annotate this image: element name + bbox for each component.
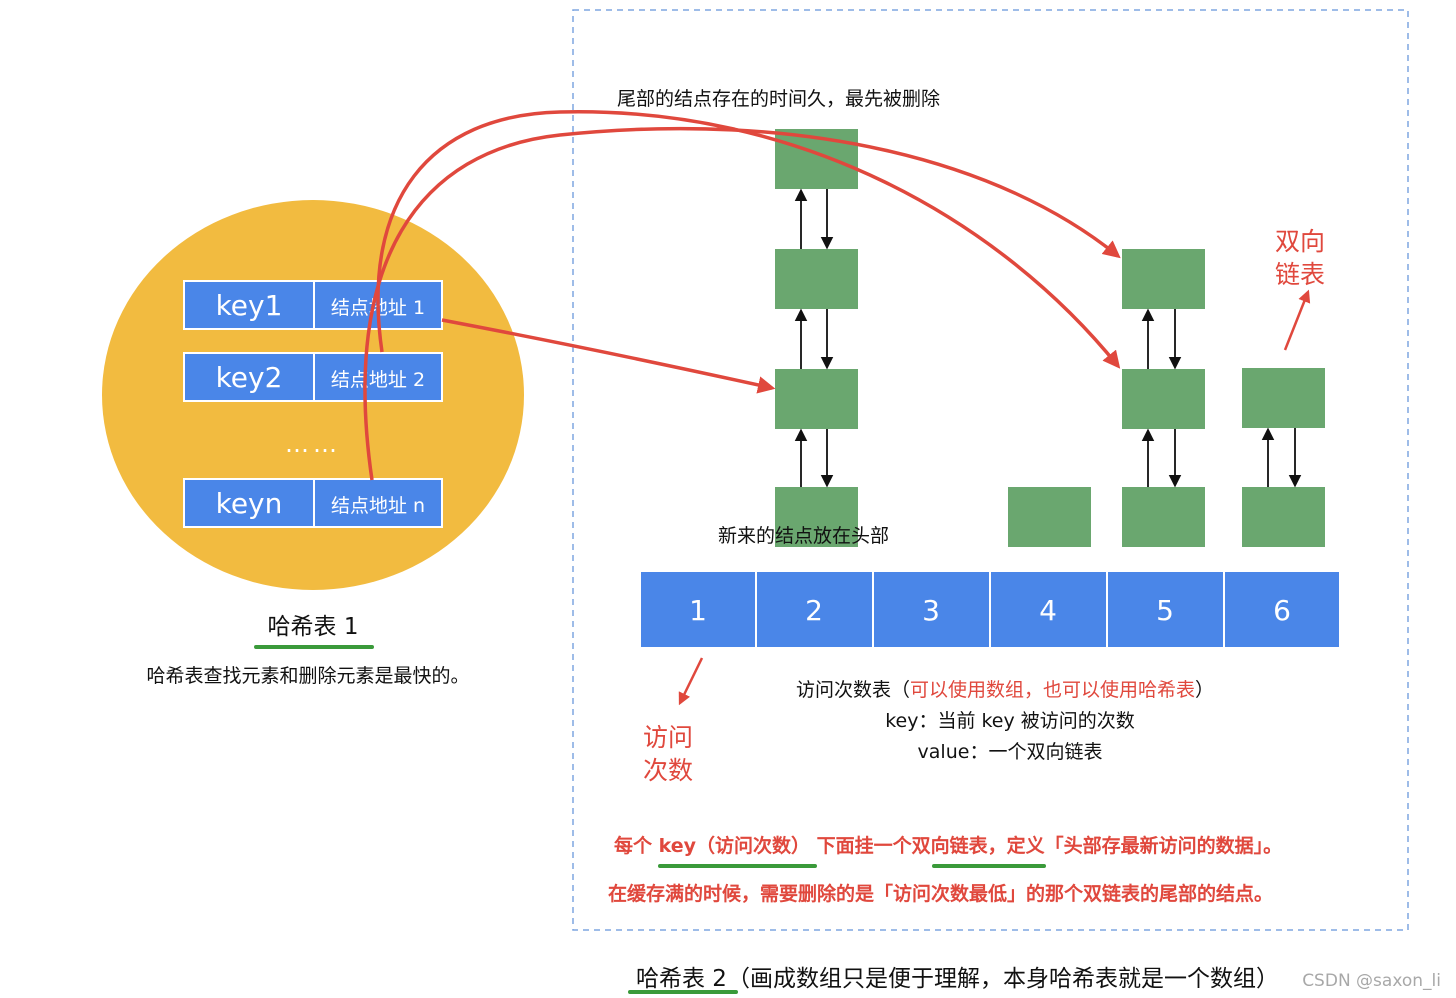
hash-row-n: keyn 结点地址 n <box>183 478 443 528</box>
key-cell <box>183 478 315 528</box>
access-label-line1: 访问 <box>643 723 693 752</box>
array-cell-label: 3 <box>922 594 940 627</box>
value-text: 结点地址 2 <box>331 369 425 391</box>
linked-list-6 <box>1242 368 1325 547</box>
table-desc-line2: key：当前 key 被访问的次数 <box>885 710 1135 732</box>
table-desc-line3: value：一个双向链表 <box>918 741 1103 763</box>
list-node <box>1242 487 1325 547</box>
summary-line-2: 在缓存满的时候，需要删除的是「访问次数最低」的那个双链表的尾部的结点。 <box>608 882 1273 905</box>
desc-prefix: 访问次数表（ <box>796 679 910 701</box>
list-node <box>1122 369 1205 429</box>
list-node <box>775 487 858 547</box>
summary-part3: ，定义「头部存最新访问的数据」。 <box>988 834 1283 857</box>
key-cell <box>183 352 315 402</box>
summary-key-highlight: key（访问次数） <box>659 834 810 857</box>
key-text: key1 <box>216 289 283 322</box>
array-cell-label: 4 <box>1039 594 1057 627</box>
address-2-arrow <box>376 110 1121 369</box>
desc-red: 可以使用数组，也可以使用哈希表 <box>910 679 1195 701</box>
key-text: keyn <box>216 487 283 520</box>
value-text: 结点地址 n <box>331 495 425 517</box>
address-1-arrow <box>441 318 776 394</box>
hash-row-2: key2 结点地址 2 <box>183 352 443 402</box>
array-cell <box>872 570 991 649</box>
rows-ellipsis: …… <box>285 430 341 458</box>
head-note: 新来的结点放在头部 <box>718 525 889 547</box>
array-cell <box>755 570 874 649</box>
desc-suffix: ） <box>1195 679 1214 701</box>
address-n-arrow <box>363 126 1121 481</box>
title-underlined-part: 哈希表 2 <box>636 966 727 992</box>
linked-list-1 <box>775 129 858 547</box>
hash-table-1-title: 哈希表 1 <box>268 614 359 640</box>
frequency-array: 1 2 3 4 5 6 <box>639 570 1341 649</box>
linked-list-5 <box>1122 249 1205 547</box>
array-cell-label: 6 <box>1273 594 1291 627</box>
value-cell <box>313 352 443 402</box>
summary-part2: 下面挂一个 <box>810 834 913 857</box>
list-node <box>1242 368 1325 428</box>
summary-part1: 每个 <box>614 834 659 857</box>
array-cell <box>1106 570 1225 649</box>
hash-table-2-title: 哈希表 2（画成数组只是便于理解，本身哈希表就是一个数组） <box>636 966 1279 992</box>
dll-label-line2: 链表 <box>1275 260 1325 289</box>
array-cell <box>639 570 757 649</box>
list-node <box>1008 487 1091 547</box>
value-cell <box>313 478 443 528</box>
array-cell <box>989 570 1108 649</box>
summary-dll-highlight: 双向链表 <box>912 834 989 857</box>
array-cell-label: 5 <box>1156 594 1174 627</box>
hash-table-2-region <box>572 9 1409 931</box>
tail-note: 尾部的结点存在的时间久，最先被删除 <box>617 88 940 110</box>
watermark: CSDN @saxon_li <box>1302 971 1441 991</box>
dll-label-line1: 双向 <box>1275 227 1325 256</box>
list-node <box>775 249 858 309</box>
list-node <box>1122 249 1205 309</box>
list-node <box>775 369 858 429</box>
access-pointer-arrow <box>678 657 704 706</box>
key-text: key2 <box>216 361 283 394</box>
summary-line-1: 每个 key（访问次数） 下面挂一个双向链表，定义「头部存最新访问的数据」。 <box>614 834 1282 857</box>
access-label-line2: 次数 <box>643 756 693 785</box>
array-cell <box>1223 570 1341 649</box>
title-rest: （画成数组只是便于理解，本身哈希表就是一个数组） <box>727 966 1279 992</box>
table-desc-line1: 访问次数表（可以使用数组，也可以使用哈希表） <box>796 679 1214 701</box>
hash-row-1: key1 结点地址 1 <box>183 280 443 330</box>
array-cell-label: 1 <box>689 594 707 627</box>
list-node <box>1122 487 1205 547</box>
hash-table-1-caption: 哈希表查找元素和删除元素是最快的。 <box>146 665 469 687</box>
dll-pointer-arrow <box>1283 289 1311 351</box>
array-cell-label: 2 <box>805 594 823 627</box>
